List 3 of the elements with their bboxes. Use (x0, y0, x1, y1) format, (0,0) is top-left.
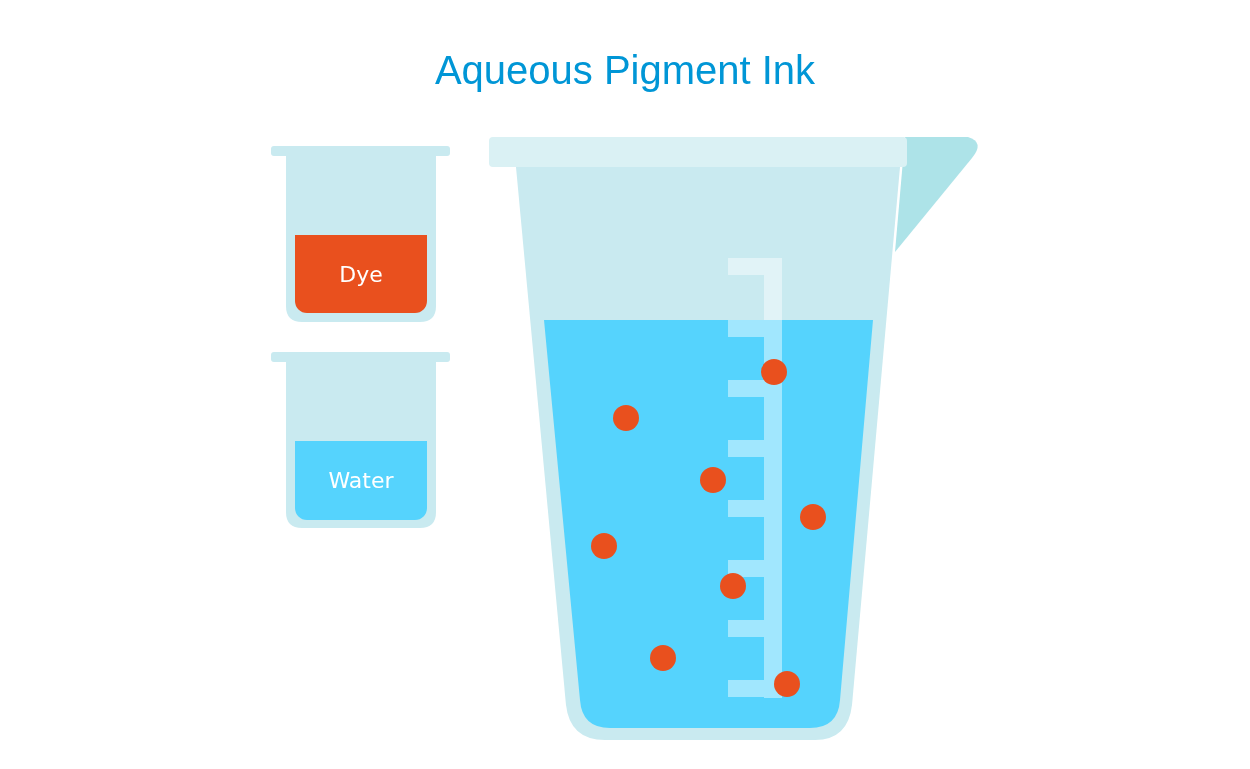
dye-liquid: Dye (295, 235, 427, 313)
water-liquid: Water (295, 441, 427, 520)
title: Aqueous Pigment Ink (434, 48, 816, 92)
